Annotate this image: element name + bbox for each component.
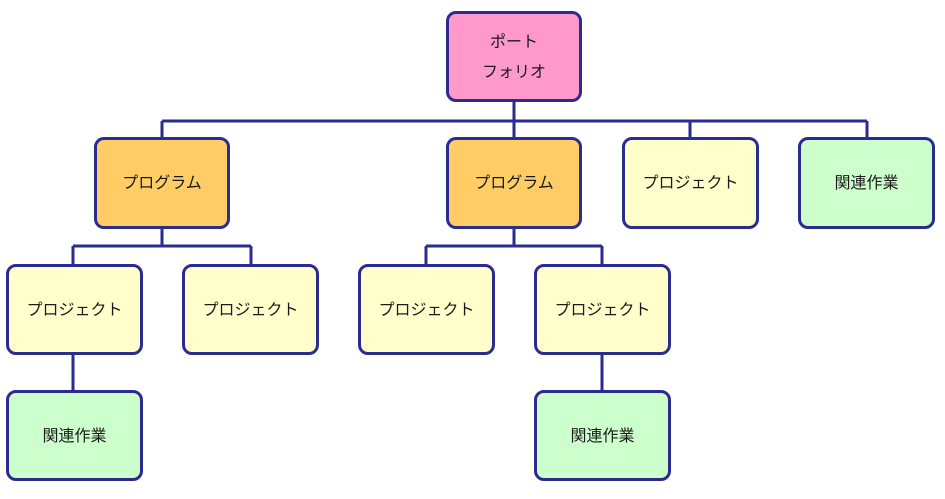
project-node-top: プロジェクト xyxy=(622,137,759,229)
project-node-2a-label: プロジェクト xyxy=(378,299,475,319)
project-node-2b: プロジェクト xyxy=(534,264,671,355)
related-work-node-2b: 関連作業 xyxy=(534,390,671,481)
program-node-1-label: プログラム xyxy=(122,173,202,192)
program-node-2: プログラム xyxy=(446,137,582,229)
project-node-1a-label: プロジェクト xyxy=(26,299,123,319)
program-node-2-label: プログラム xyxy=(474,173,554,192)
portfolio-label-line2: フォリオ xyxy=(481,61,546,81)
related-work-node-top: 関連作業 xyxy=(798,137,935,229)
project-node-2a: プロジェクト xyxy=(358,264,495,355)
portfolio-label-line1: ポート xyxy=(489,31,538,51)
related-work-node-top-label: 関連作業 xyxy=(834,173,899,192)
related-work-node-1a-label: 関連作業 xyxy=(42,425,107,445)
related-work-node-2b-label: 関連作業 xyxy=(570,425,635,445)
program-node-1: プログラム xyxy=(94,137,230,229)
project-node-1b: プロジェクト xyxy=(182,264,319,355)
project-node-top-label: プロジェクト xyxy=(642,173,739,192)
related-work-node-1a: 関連作業 xyxy=(6,390,143,481)
project-node-1b-label: プロジェクト xyxy=(202,299,299,319)
portfolio-node: ポート フォリオ xyxy=(446,11,582,102)
project-node-2b-label: プロジェクト xyxy=(554,299,651,319)
project-node-1a: プロジェクト xyxy=(6,264,143,355)
